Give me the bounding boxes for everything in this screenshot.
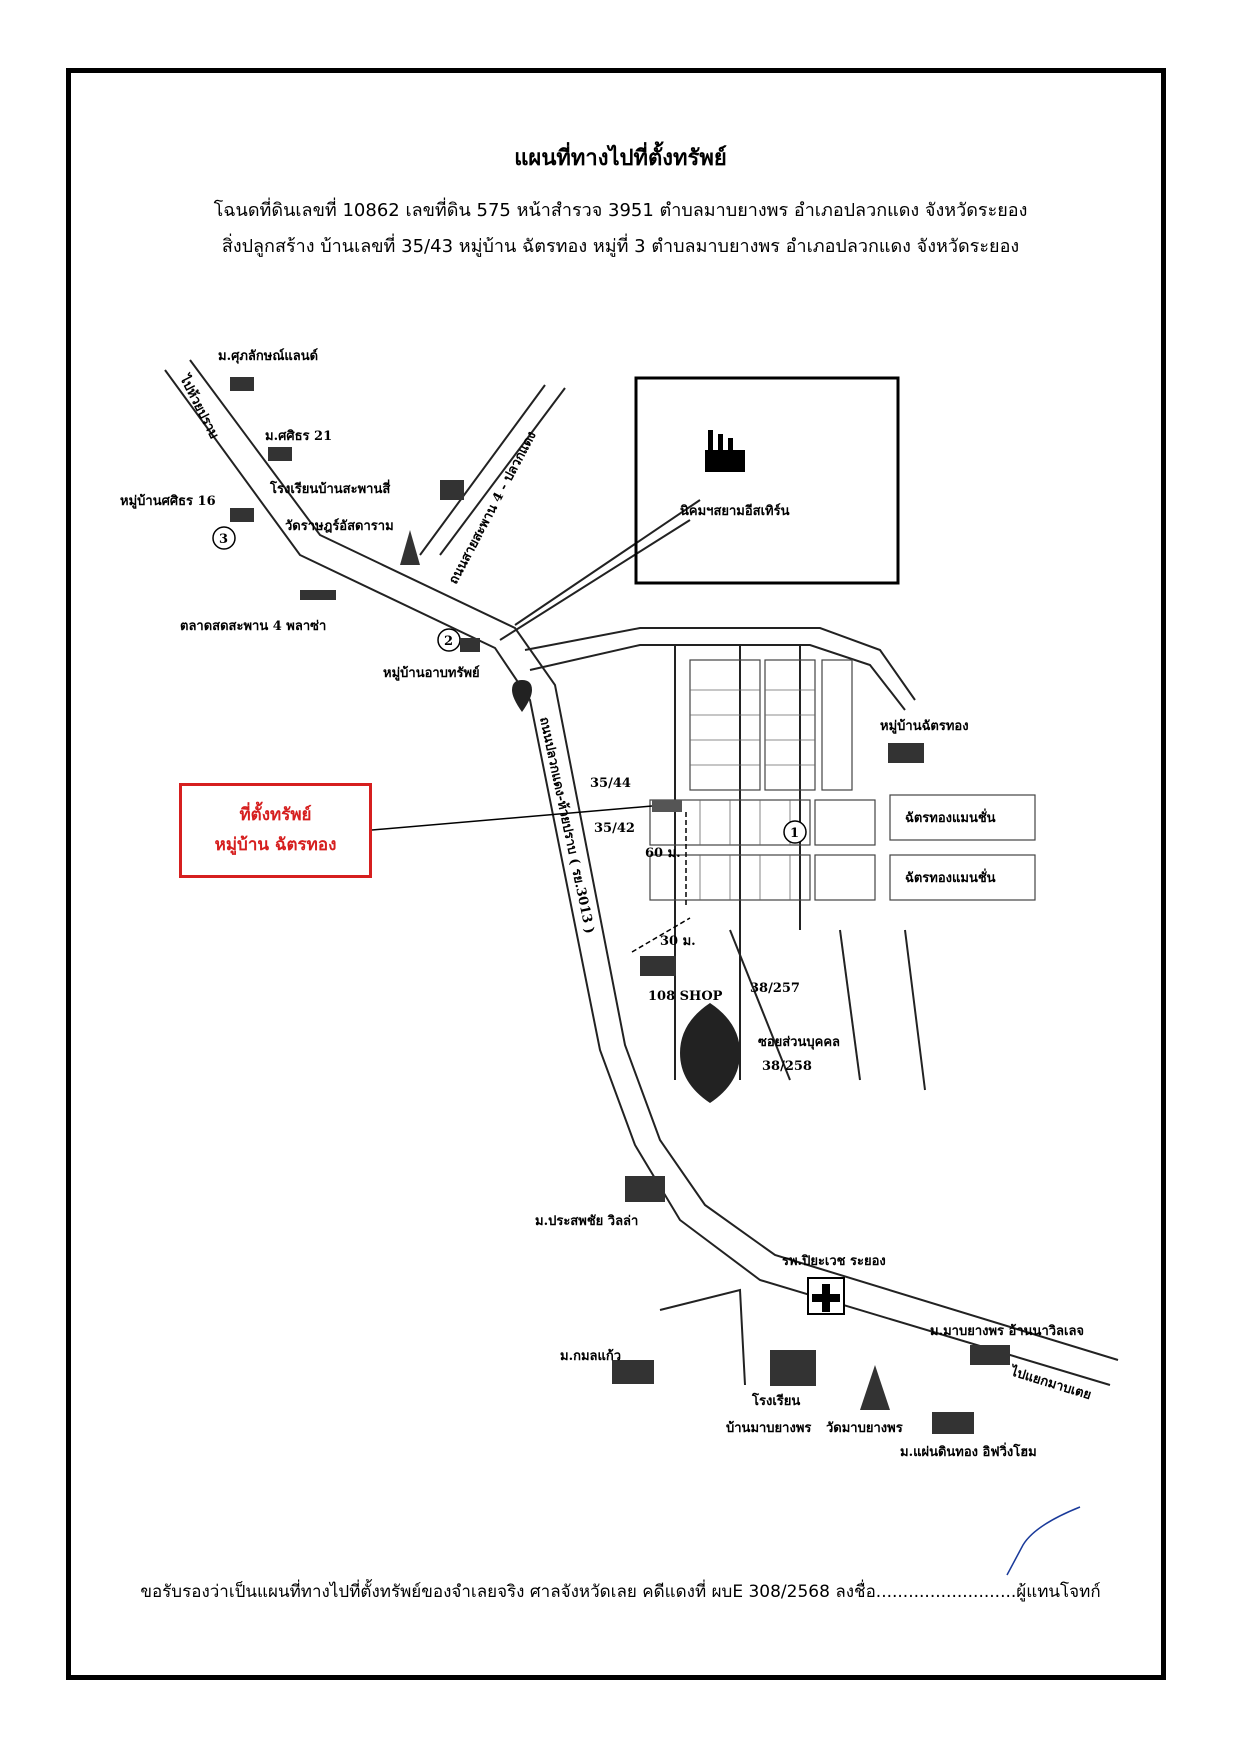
industrial-estate-label: นิคมฯสยามอีสเทิร์น — [680, 503, 790, 519]
road-saphan4-label: ถนนสายสะพาน 4 - ปลวกแดง — [446, 429, 539, 587]
circle-1 — [783, 820, 807, 844]
main-road-upper-edge — [189, 359, 1119, 1361]
wat-rat-label: วัดราษฎร์อัสดาราม — [285, 518, 394, 534]
east-road — [524, 627, 916, 701]
page-frame — [66, 68, 1166, 1680]
house-3542-label: 35/42 — [594, 821, 635, 836]
building-icon — [300, 590, 336, 600]
to-huai-pong-label: ไปห้วยปราบ — [176, 370, 223, 441]
gas-station-icon — [512, 680, 532, 712]
building-info: สิ่งปลูกสร้าง บ้านเลขที่ 35/43 หมู่บ้าน … — [221, 236, 1020, 257]
building-icon — [230, 508, 254, 522]
soi-lane — [729, 929, 791, 1081]
building-icon — [970, 1345, 1010, 1365]
school-saphan4-label: โรงเรียนบ้านสะพานสี่ — [269, 479, 390, 497]
circle-2-text: 2 — [444, 634, 453, 649]
building-icon — [268, 447, 292, 461]
industrial-estate-box — [634, 376, 900, 585]
kamonkaew-label: ม.กมลแก้ว — [560, 1348, 621, 1364]
temple-icon — [860, 1365, 890, 1410]
market-label: ตลาดสดสะพาน 4 พลาซ่า — [180, 619, 326, 634]
shop-label: 108 SHOP — [648, 989, 723, 1004]
marker-pointer — [371, 805, 653, 831]
small-lane-label: ซอยส่วนบุคคล — [758, 1035, 840, 1050]
building-icon — [888, 743, 924, 763]
to-map-ta-phut-label: ไปแยกมาบเตย — [1007, 1362, 1094, 1403]
east-road-edge — [529, 644, 906, 711]
temple-icon — [400, 530, 420, 565]
soi-right2 — [904, 929, 926, 1091]
building-icon — [460, 638, 480, 652]
saphan4-road — [499, 519, 691, 641]
target-house — [652, 800, 682, 812]
school-map-yang-label-2: บ้านมาบยางพร — [726, 1420, 811, 1436]
small-house-2-label: 38/258 — [762, 1059, 812, 1074]
phaen-din-thong-label: ม.แผ่นดินทอง อิฟวิ่งโฮม — [900, 1442, 1037, 1460]
school-icon — [440, 480, 464, 500]
marker-line2: หมู่บ้าน ฉัตรทอง — [214, 835, 337, 855]
building-icon — [230, 377, 254, 391]
saphan4-road-edge — [514, 499, 701, 626]
gas-station-logo-icon — [680, 1003, 740, 1103]
diagonal-road-n — [419, 384, 546, 556]
village-blocks — [649, 659, 1036, 901]
village-arb-label: หมู่บ้านอาบทรัพย์ — [383, 665, 480, 681]
sathira21-label: ม.ศศิธร 21 — [265, 429, 332, 444]
marker-line1: ที่ตั้งทรัพย์ — [239, 805, 312, 825]
school-icon — [770, 1350, 816, 1386]
deed-info: โฉนดที่ดินเลขที่ 10862 เลขที่ดิน 575 หน้… — [213, 200, 1028, 221]
hospital-label: รพ.ปิยะเวช ระยอง — [782, 1254, 886, 1269]
certification-footer: ขอรับรองว่าเป็นแผนที่ทางไปที่ตั้งทรัพย์ข… — [140, 1582, 1101, 1602]
circle-3 — [212, 526, 236, 550]
diagonal-road-n-edge — [439, 387, 566, 556]
lot-lines — [690, 689, 815, 900]
small-house-1-label: 38/257 — [750, 981, 800, 996]
village-chatthong-label: หมู่บ้านฉัตรทอง — [880, 718, 969, 734]
dist-60-label: 60 ม. — [645, 846, 681, 861]
main-road-upper — [164, 369, 1111, 1386]
building-icon — [640, 956, 676, 976]
mansion2-label: ฉัตรทองแมนชั่น — [905, 868, 996, 886]
building-icon — [625, 1176, 665, 1202]
page-title: แผนที่ทางไปที่ตั้งทรัพย์ — [514, 146, 727, 171]
hospital-icon — [807, 1277, 845, 1315]
mansion1-label: ฉัตรทองแมนชั่น — [905, 808, 996, 826]
factory-icon — [705, 430, 745, 472]
subhalak-label: ม.ศุภลักษณ์แลนด์ — [218, 348, 318, 364]
building-icon — [612, 1360, 654, 1384]
dist-30-line — [631, 917, 691, 953]
lower-branch — [659, 1288, 746, 1386]
villa-label: ม.ประสพชัย วิลล่า — [535, 1214, 638, 1229]
dist-30-label: 30 ม. — [660, 934, 696, 949]
house-3544-label: 35/44 — [590, 776, 631, 791]
map-yang-village-label: ม.มาบยางพร อ้านนาวิลเลจ — [930, 1323, 1084, 1339]
signature — [1006, 1506, 1081, 1576]
circle-3-text: 3 — [219, 532, 228, 547]
village-sathira16-label: หมู่บ้านศศิธร 16 — [120, 493, 216, 509]
building-icons — [230, 377, 1010, 1434]
building-icon — [932, 1412, 974, 1434]
soi-right — [839, 929, 861, 1081]
wat-map-yang-label: วัดมาบยางพร — [826, 1421, 903, 1436]
circle-1-text: 1 — [790, 826, 799, 841]
property-location-marker: ที่ตั้งทรัพย์ หมู่บ้าน ฉัตรทอง — [179, 783, 372, 878]
school-map-yang-label-1: โรงเรียน — [751, 1392, 800, 1409]
